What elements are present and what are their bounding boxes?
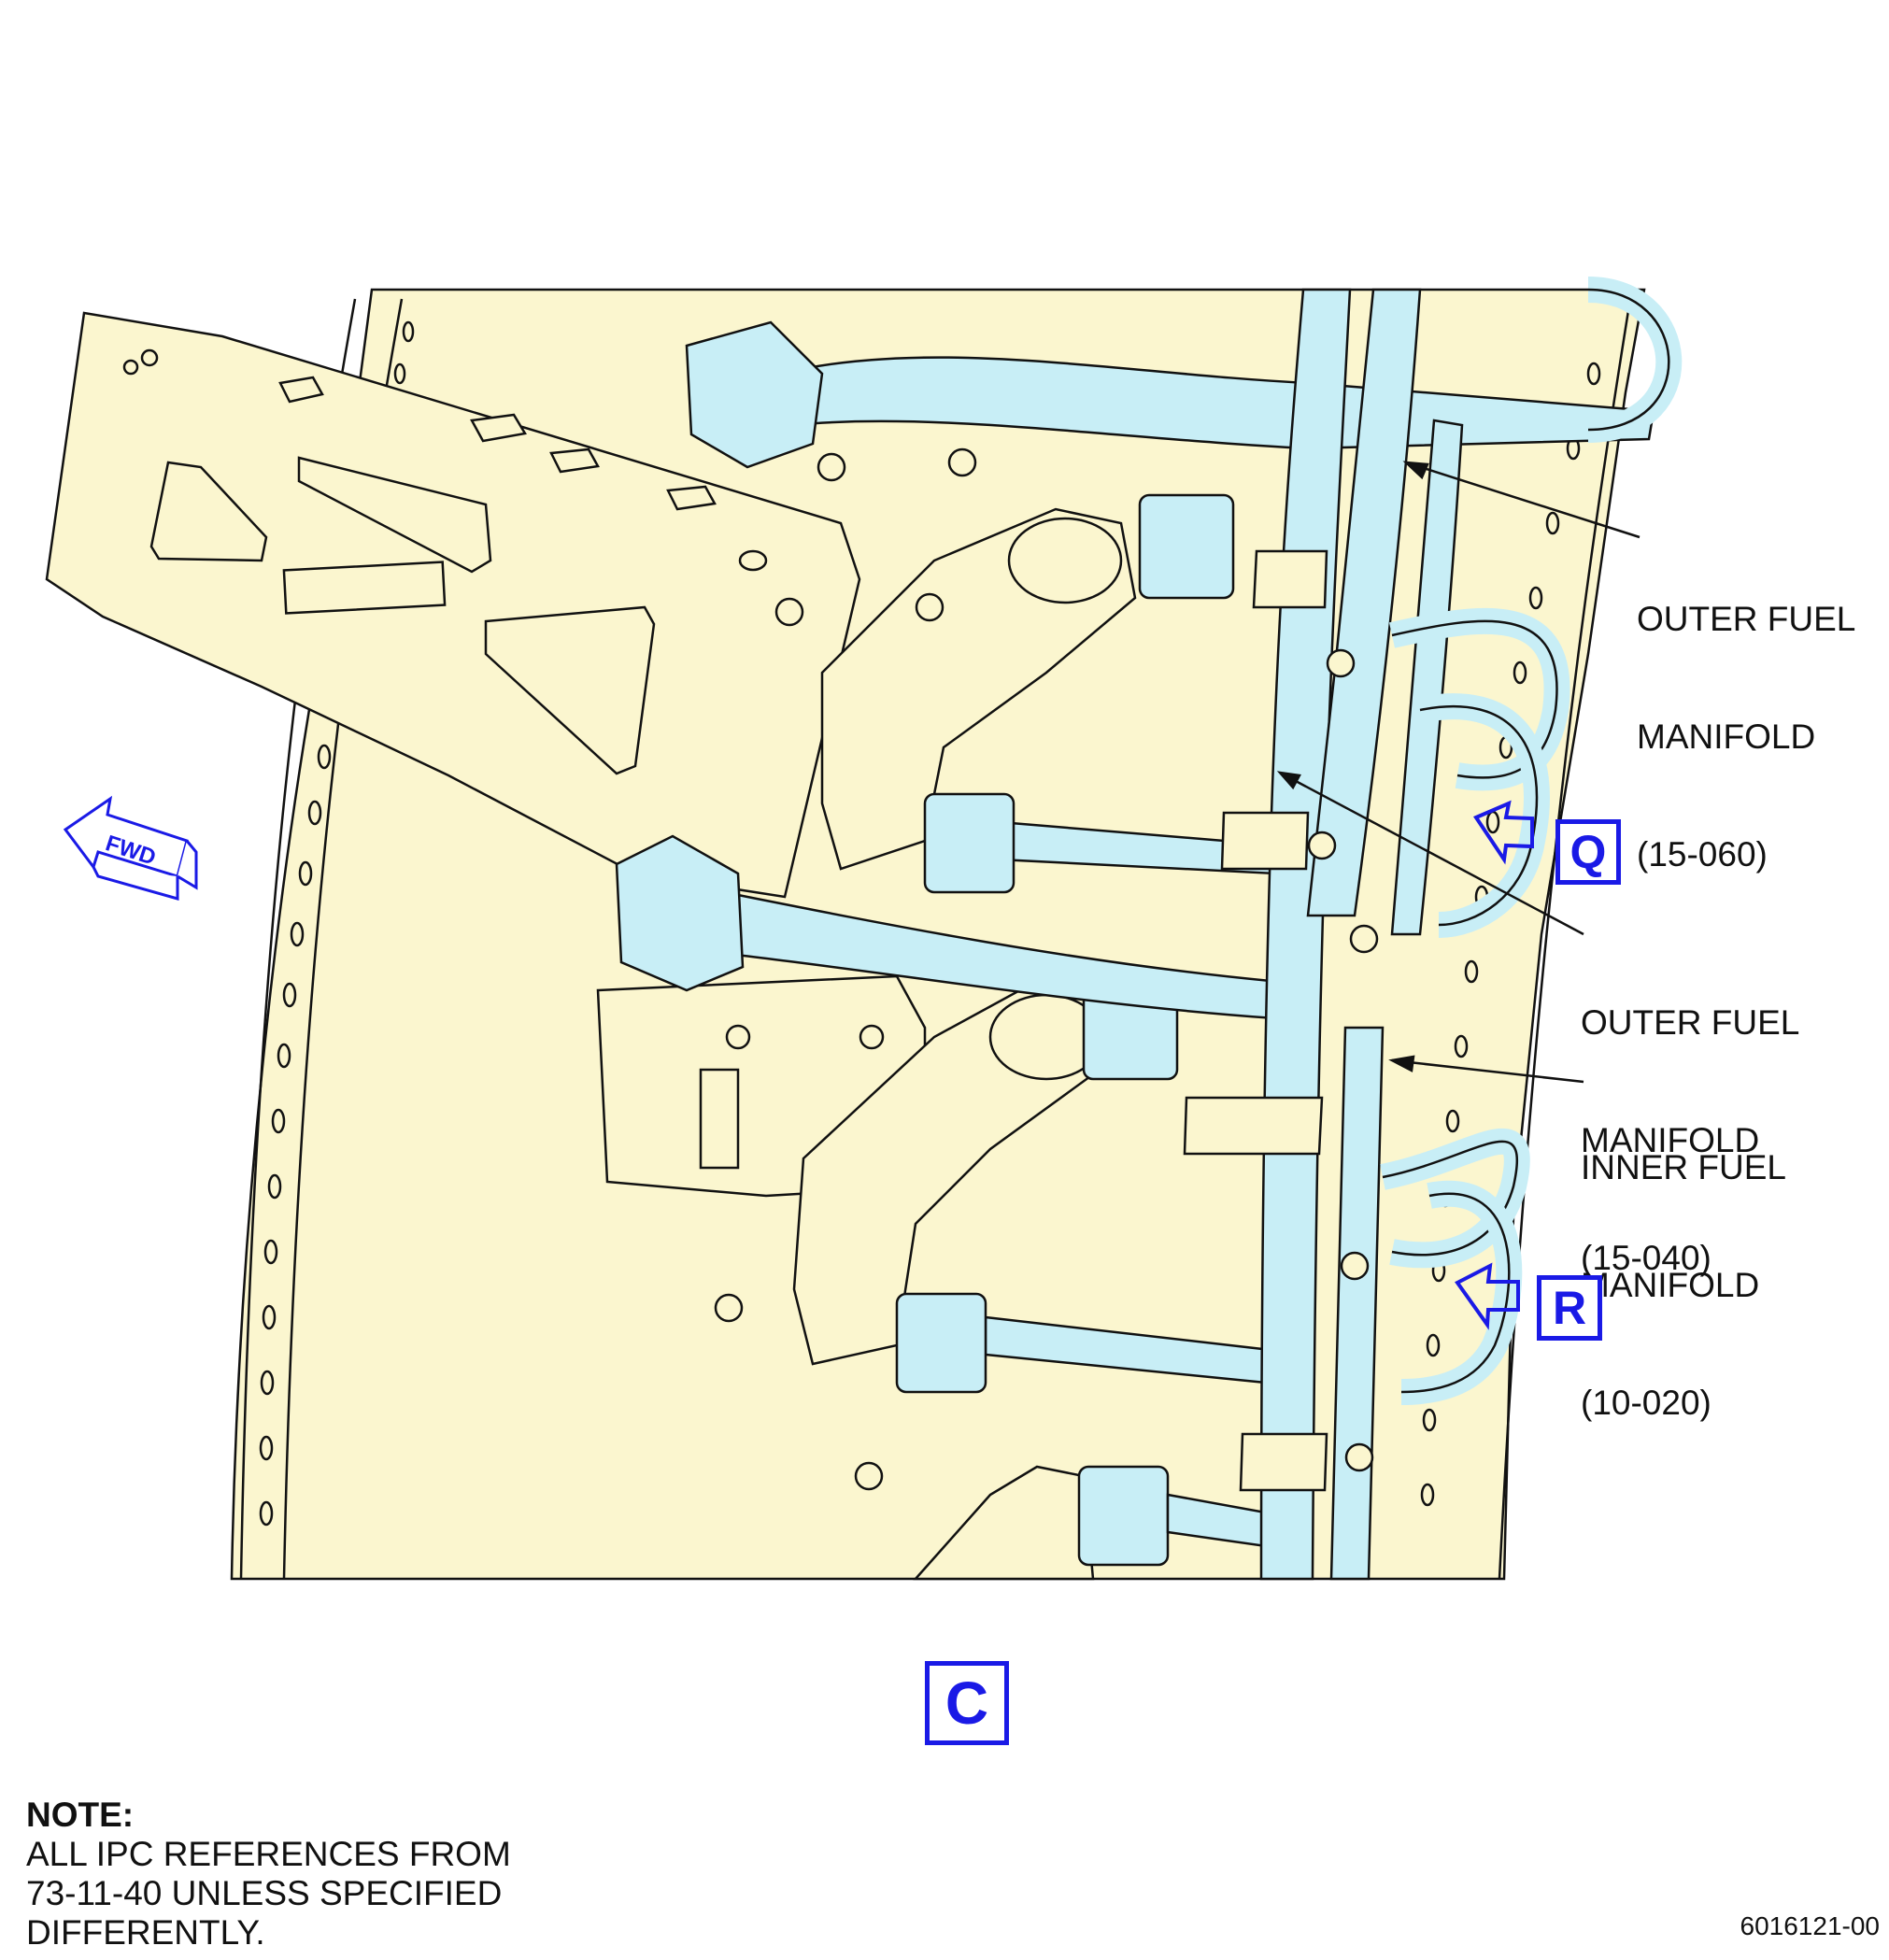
note-heading: NOTE: (26, 1796, 135, 1834)
note-line: 73-11-40 UNLESS SPECIFIED (26, 1874, 503, 1912)
loop-tubes (1380, 277, 1683, 1405)
view-arrow-r (1455, 1262, 1520, 1330)
callout-line: MANIFOLD (1581, 1121, 1760, 1159)
callout-line: MANIFOLD (1581, 1266, 1760, 1304)
middle-pipe-assembly (615, 792, 1282, 1020)
view-ref-c: C (925, 1661, 1009, 1745)
callout-line: OUTER FUEL (1637, 600, 1856, 638)
fuel-nozzle-upper (820, 493, 1235, 871)
figure-id: 6016121-00 (1740, 1911, 1880, 1940)
fwd-arrow-icon (63, 795, 198, 901)
note-line: DIFFERENTLY. (26, 1913, 265, 1952)
view-ref-q: Q (1555, 819, 1621, 885)
note-line: ALL IPC REFERENCES FROM (26, 1835, 511, 1873)
note-block: NOTE: ALL IPC REFERENCES FROM 73-11-40 U… (26, 1796, 511, 1953)
callout-outer-fuel-manifold-15-040: OUTER FUEL MANIFOLD (15-040) (1581, 925, 1799, 1356)
fuel-nozzle-bottom (913, 1465, 1170, 1581)
callout-line: (10-020) (1581, 1384, 1711, 1422)
callout-line: (15-060) (1637, 835, 1768, 873)
leader-lines (1276, 461, 1640, 1084)
callout-line: INNER FUEL (1581, 1148, 1786, 1186)
callout-outer-fuel-manifold-15-060: OUTER FUEL MANIFOLD (15-060) (1637, 521, 1855, 953)
bracket-standoffs (278, 376, 717, 511)
callout-line: OUTER FUEL (1581, 1003, 1800, 1042)
bolts (714, 447, 1379, 1491)
view-arrow-q (1473, 800, 1534, 865)
view-ref-r: R (1537, 1275, 1602, 1341)
callout-line: (15-040) (1581, 1239, 1711, 1277)
manifold-tubes (1259, 288, 1464, 1581)
callout-line: MANIFOLD (1637, 717, 1816, 756)
upper-bracket (45, 311, 861, 899)
callout-inner-fuel-manifold-10-020: INNER FUEL MANIFOLD (10-020) (1581, 1070, 1786, 1501)
manifold-clamps (1183, 549, 1328, 1492)
